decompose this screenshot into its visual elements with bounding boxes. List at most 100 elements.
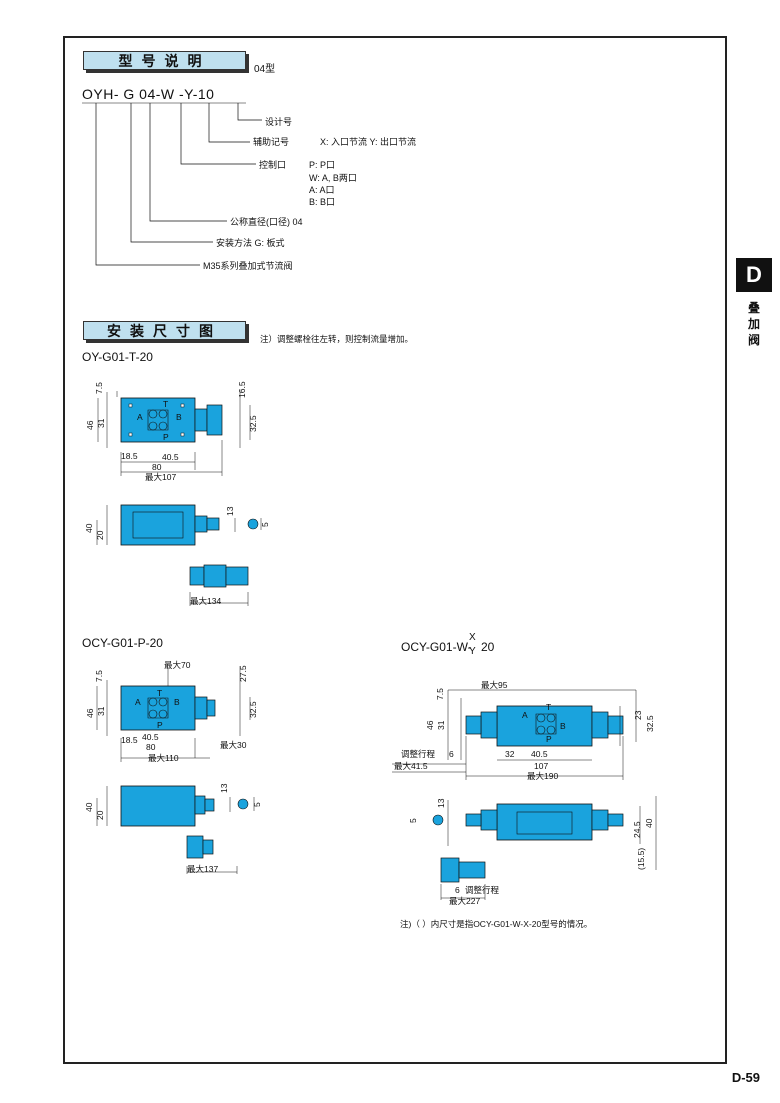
diagram3-name-a: OCY-G01-W- (401, 640, 472, 654)
diagram3-name-y: Y (469, 646, 476, 657)
diagram1-body (120, 397, 223, 443)
section-tab: D (736, 258, 772, 292)
d3-b405: 40.5 (531, 749, 548, 759)
d2-port-t: T (157, 688, 162, 698)
d3-kadj: 调整行程 (465, 885, 500, 895)
d1-h46: 46 (85, 420, 95, 430)
d3-s13: 13 (436, 798, 446, 808)
d3-s5: 5 (408, 818, 418, 823)
d1-s40: 40 (84, 523, 94, 533)
d2-port-a: A (135, 697, 141, 707)
d2-r275: 27.5 (238, 665, 248, 682)
diagram2-body (120, 685, 216, 731)
legend-series: M35系列叠加式节流阀 (203, 261, 293, 271)
legend-ctrl-label: 控制口 (259, 160, 287, 170)
legend-aux-values: X: 入口节流 Y: 出口节流 (320, 137, 417, 147)
diagram1-side (120, 504, 259, 546)
legend-ctrl-p: P: P口 (309, 160, 336, 170)
d3-s40: 40 (644, 818, 654, 828)
model-code: OYH- G 04-W -Y-10 (82, 86, 215, 102)
diagram3-name-x: X (469, 632, 476, 643)
d2-port-p: P (157, 720, 163, 730)
d1-h31: 31 (96, 418, 106, 428)
port-labels: A B T P A B T P A B T P (135, 399, 566, 744)
legend-ctrl-b: B: B口 (309, 197, 336, 207)
page-number: D-59 (731, 1070, 760, 1085)
d2-s40: 40 (84, 802, 94, 812)
d3-b32: 32 (505, 749, 515, 759)
d1-b405: 40.5 (162, 452, 179, 462)
model-type: 04型 (254, 64, 276, 75)
legend-design-no: 设计号 (265, 117, 293, 127)
d1-port-t: T (163, 399, 168, 409)
section-tab-text: 叠加阀 (747, 301, 760, 347)
d3-adj: 调整行程 (401, 749, 436, 759)
d3-adjmax: 最大41.5 (394, 761, 428, 771)
legend-ctrl-a: A: A口 (309, 185, 335, 195)
d3-r325: 32.5 (645, 715, 655, 732)
d3-kmax: 最大227 (449, 896, 480, 906)
diagram3-knob (440, 857, 486, 883)
d3-r23: 23 (633, 710, 643, 720)
d1-kmax: 最大134 (190, 596, 221, 606)
d1-port-a: A (137, 412, 143, 422)
dims-title: 安装尺寸图 (83, 321, 246, 340)
d1-b80: 80 (152, 462, 162, 472)
diagram3-side (432, 803, 624, 841)
d3-s155: (15.5) (636, 848, 646, 870)
d3-dims: 最大95 7.5 46 31 23 32.5 调整行程 6 最大41.5 32 … (394, 680, 655, 906)
d2-dims: 最大70 7.5 46 31 27.5 32.5 18.5 40.5 80 最大… (84, 660, 262, 874)
d2-port-b: B (174, 697, 180, 707)
d2-b185: 18.5 (121, 735, 138, 745)
d1-dims: 7.5 46 31 16.5 32.5 18.5 40.5 80 最大107 4… (84, 381, 270, 606)
d1-s13: 13 (225, 506, 235, 516)
d3-b107: 107 (534, 761, 548, 771)
legend-diameter: 公称直径(口径) 04 (230, 217, 303, 227)
d2-b80: 80 (146, 742, 156, 752)
note-adjust: 注）调整螺栓往左转，则控制流量增加。 (260, 334, 414, 344)
d3-port-a: A (522, 710, 528, 720)
d2-h75: 7.5 (94, 670, 104, 682)
d1-b185: 18.5 (121, 451, 138, 461)
diagram1-knob (189, 564, 249, 588)
model-leader-lines (82, 102, 262, 266)
d3-h75: 7.5 (435, 688, 445, 700)
d2-h31: 31 (96, 706, 106, 716)
d2-bmax: 最大110 (148, 753, 179, 763)
legend-aux-label: 辅助记号 (253, 137, 290, 147)
legend-ctrl-w: W: A, B两口 (309, 173, 357, 183)
diagram2-name: OCY-G01-P-20 (82, 636, 163, 650)
d2-top: 最大70 (164, 660, 191, 670)
d3-adj6: 6 (449, 749, 454, 759)
d2-s5: 5 (252, 802, 262, 807)
d1-s20: 20 (95, 530, 105, 540)
d3-h46: 46 (425, 720, 435, 730)
diagram1-name: OY-G01-T-20 (82, 350, 153, 364)
diagram2-knob (186, 835, 214, 859)
dimension-lines (96, 390, 657, 900)
d2-s13: 13 (219, 783, 229, 793)
diagram3-body (465, 705, 624, 747)
d2-s20: 20 (95, 810, 105, 820)
d1-port-p: P (163, 432, 169, 442)
note-parentheses: 注)（ ）内尺寸是指OCY-G01-W-X-20型号的情况。 (400, 919, 593, 929)
d1-s5: 5 (260, 522, 270, 527)
page-frame (63, 36, 727, 1064)
d3-top: 最大95 (481, 680, 508, 690)
diagram3-name-b: 20 (481, 640, 495, 654)
legend-mounting: 安装方法 G: 板式 (216, 238, 285, 248)
d3-s245: 24.5 (632, 821, 642, 838)
d3-bmax: 最大190 (527, 771, 558, 781)
d2-h46: 46 (85, 708, 95, 718)
d3-port-p: P (546, 734, 552, 744)
d1-r325: 32.5 (248, 415, 258, 432)
d1-h75: 7.5 (94, 382, 104, 394)
d2-kmax: 最大137 (187, 864, 218, 874)
d1-port-b: B (176, 412, 182, 422)
d3-h31: 31 (436, 720, 446, 730)
d2-b30: 最大30 (220, 740, 247, 750)
model-title: 型号说明 (83, 51, 246, 70)
d2-r325: 32.5 (248, 701, 258, 718)
d1-bmax: 最大107 (145, 472, 176, 482)
